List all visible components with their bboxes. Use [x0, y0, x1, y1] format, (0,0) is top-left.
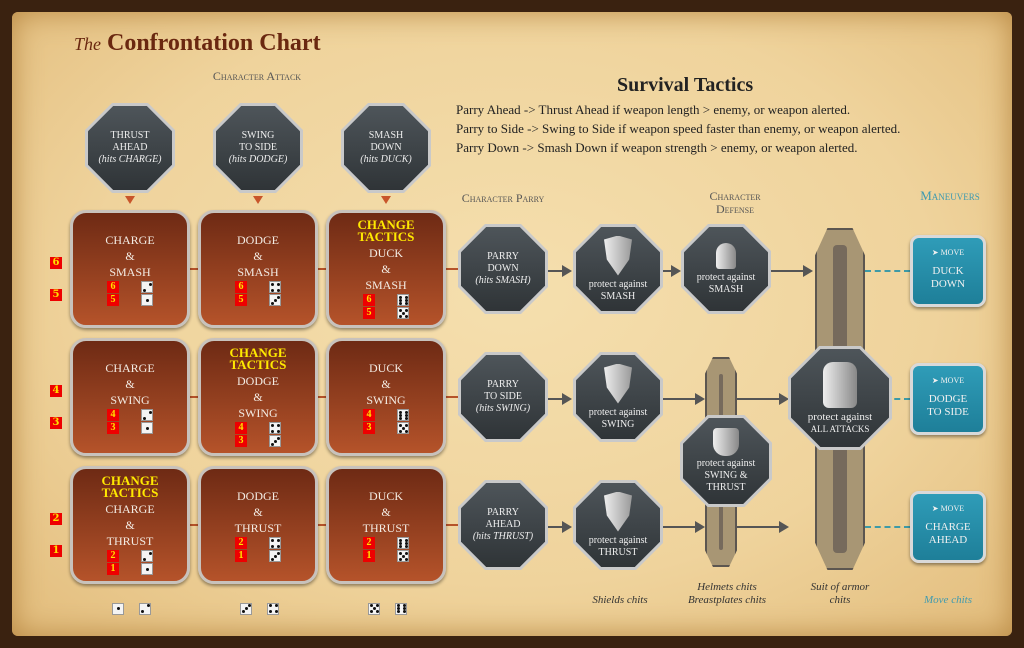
move-arrow-icon: ➤	[931, 504, 939, 513]
move-arrow-icon: ➤	[931, 248, 939, 257]
connector	[190, 268, 460, 270]
row-num: 4	[50, 378, 62, 397]
dashed-link	[865, 270, 910, 272]
shield-icon	[604, 235, 632, 276]
column-dice	[240, 592, 280, 615]
attack-header: Character Attack	[212, 69, 302, 83]
dashed-link	[865, 526, 910, 528]
die-face-4-icon	[269, 537, 281, 549]
row-num: 2	[50, 506, 62, 525]
row-num: 3	[50, 410, 62, 429]
row-num: 6	[50, 250, 62, 269]
defense-header: Character Defense	[709, 189, 761, 216]
die-face-6-icon	[397, 537, 409, 549]
suit-caption: Suit of armor	[810, 581, 870, 593]
die-face-1-icon	[141, 563, 153, 575]
die-face-6-icon	[397, 294, 409, 306]
die-face-3-icon	[269, 435, 281, 447]
die-face-1-icon	[141, 422, 153, 434]
arrow-right-icon	[737, 393, 789, 405]
shields-caption: Shields chits	[592, 594, 648, 606]
arrow-down-icon	[253, 196, 263, 204]
die-face-1-icon	[112, 602, 124, 615]
die-face-2-icon	[139, 602, 152, 615]
column-dice	[368, 592, 408, 615]
arrow-right-icon	[663, 521, 705, 533]
tactics-list: Parry Ahead -> Thrust Ahead if weapon le…	[456, 102, 901, 155]
connector	[190, 524, 460, 526]
move-caption: Move chits	[924, 594, 972, 606]
die-face-6-icon	[395, 602, 408, 615]
die-face-2-icon	[141, 409, 153, 421]
column-dice	[112, 592, 152, 615]
arrow-right-icon	[548, 265, 572, 277]
move-arrow-icon: ➤	[931, 376, 939, 385]
die-face-4-icon	[269, 422, 281, 434]
die-face-2-icon	[141, 550, 153, 562]
die-face-5-icon	[368, 602, 380, 615]
breastplates-caption: Breastplates chits	[687, 594, 767, 606]
row-num: 5	[50, 282, 62, 301]
arrow-right-icon	[737, 521, 789, 533]
knight-armor-icon	[823, 361, 857, 408]
die-face-6-icon	[397, 409, 409, 421]
die-face-3-icon	[240, 602, 252, 615]
die-face-4-icon	[267, 602, 280, 615]
maneuvers-header: Maneuvers	[920, 188, 980, 203]
helmets-caption: Helmets chits	[697, 581, 757, 593]
arrow-right-icon	[548, 393, 572, 405]
die-face-4-icon	[269, 281, 281, 293]
die-face-3-icon	[269, 294, 281, 306]
die-face-1-icon	[141, 294, 153, 306]
arrow-down-icon	[381, 196, 391, 204]
helmet-icon	[716, 242, 736, 269]
tactics-title: Survival Tactics	[617, 74, 754, 96]
suit-caption-2: chits	[829, 594, 851, 606]
die-face-5-icon	[397, 550, 409, 562]
die-face-5-icon	[397, 307, 409, 319]
page-title: The Confrontation Chart	[74, 30, 321, 56]
shield-icon	[604, 491, 632, 532]
shield-icon	[604, 363, 632, 404]
row-num: 1	[50, 538, 62, 557]
die-face-3-icon	[269, 550, 281, 562]
connector	[190, 396, 460, 398]
breastplate-icon	[713, 428, 739, 456]
arrow-down-icon	[125, 196, 135, 204]
arrow-right-icon	[663, 265, 681, 277]
parry-header: Character Parry	[461, 191, 545, 205]
die-face-2-icon	[141, 281, 153, 293]
arrow-right-icon	[771, 265, 813, 277]
die-face-5-icon	[397, 422, 409, 434]
arrow-right-icon	[663, 393, 705, 405]
arrow-right-icon	[548, 521, 572, 533]
